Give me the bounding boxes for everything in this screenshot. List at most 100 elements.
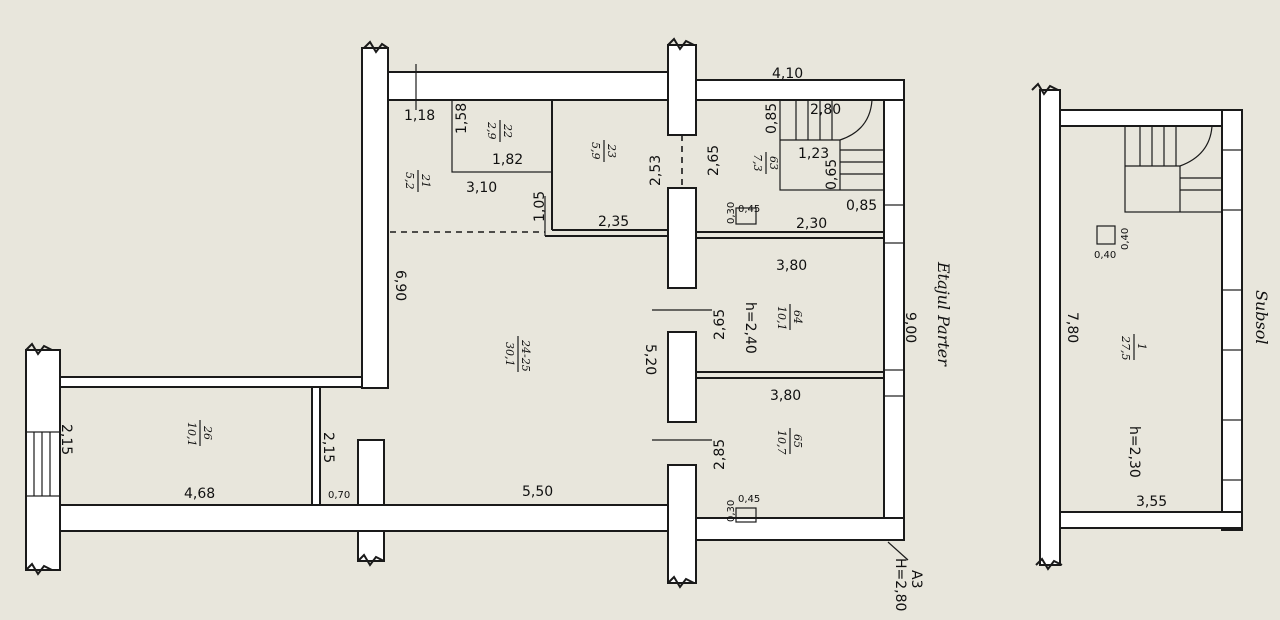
dim-158: 1,58 [454,103,470,134]
room-22-area: 2,9 [485,121,498,140]
wall-central-lower [667,331,697,423]
window-2 [883,369,905,397]
basement-room-1: 1 27,5 [1119,334,1148,361]
basement-column [1096,225,1116,245]
room-65-number: 65 [791,434,804,448]
room-63-area: 7,3 [751,154,764,172]
break-mark [667,37,695,51]
wall-stub-lower [357,530,385,562]
dim-123: 1,23 [798,146,829,162]
stairs [780,99,884,190]
dim-253: 2,53 [648,155,664,186]
basement-dim-h230: h=2,30 [1126,426,1142,478]
room-24-25: 24-25 30,1 [503,336,532,372]
room-64-area: 10,1 [775,306,788,331]
basement-dim-040a: 0,40 [1120,228,1131,250]
dim-045b: 0,45 [738,494,760,505]
room-65: 65 10,7 [775,428,804,455]
wall-room26-top [59,376,363,388]
wall-west [25,349,61,571]
room-22: 22 2,9 [485,120,514,142]
vent-1 [735,207,757,225]
dim-085a: 0,85 [764,103,780,134]
dim-410: 4,10 [772,66,803,82]
room-26-number: 26 [201,425,214,440]
wall-stub [357,439,385,506]
dimension-labels: 1,18 1,58 1,82 3,10 1,05 2,35 2,53 2,65 … [58,66,924,611]
break-mark [1035,557,1063,571]
break-mark [667,575,695,589]
dim-215b: 2,15 [320,432,336,463]
dim-265a: 2,65 [706,145,722,176]
basement-dim-780: 7,80 [1064,312,1080,343]
tick [887,541,909,561]
room-24-25-number: 24-25 [519,339,532,372]
room-21-number: 21 [419,173,432,188]
wall-east [883,99,905,541]
basement-room-1-number: 1 [1135,343,1148,350]
room-26: 26 10,1 [185,420,214,447]
ground-floor-title: Etajul Parter [934,261,953,367]
room-64: 64 10,1 [775,304,804,331]
dim-900: 9,00 [902,312,918,343]
basement-wall-south [1059,511,1243,529]
basement-wall-west [1039,89,1061,566]
window-1 [883,204,905,244]
dim-085b: 0,85 [846,198,877,214]
ground-floor-walls [25,37,909,589]
dim-230: 2,30 [796,216,827,232]
dim-030b: 0,30 [726,500,737,522]
basement-window-3 [1221,419,1243,481]
wall-north-left [387,71,669,101]
window-3 [25,431,61,497]
basement-wall-east [1221,109,1243,531]
wall-south-long [47,504,669,532]
dim-310: 3,10 [466,180,497,196]
dim-215a: 2,15 [58,424,74,455]
room-63: 63 7,3 [751,152,780,174]
dim-550: 5,50 [522,484,553,500]
basement-room-1-area: 27,5 [1119,335,1132,361]
break-mark [357,553,385,567]
dim-182: 1,82 [492,152,523,168]
basement-title: Subsol [1252,290,1271,344]
dim-030a: 0,30 [726,202,737,224]
dim-380b: 3,80 [770,388,801,404]
break-mark [25,562,53,576]
basement-stairs [1124,125,1223,213]
basement-labels: 0,40 0,40 7,80 h=2,30 3,55 1 27,5 [1064,228,1167,510]
room-24-25-area: 30,1 [503,342,516,367]
break-mark [25,342,53,356]
basement-window-2 [1221,289,1243,351]
dim-045a: 0,45 [738,204,760,215]
dim-265b: 2,65 [712,309,728,340]
room-21-area: 5,2 [403,172,416,190]
dim-h240: h=2,40 [742,302,758,354]
basement-wall-north [1059,109,1241,127]
dim-A3: A3 [908,570,924,588]
vent-2 [735,507,757,523]
room-64-number: 64 [791,310,804,324]
dim-235: 2,35 [598,214,629,230]
basement-dim-355: 3,55 [1136,494,1167,510]
wall-central-top [667,44,697,136]
room-23-area: 5,9 [589,142,602,160]
dim-468: 4,68 [184,486,215,502]
dim-118: 1,18 [404,108,435,124]
room-26-area: 10,1 [185,422,198,447]
wall-north-right [695,79,905,101]
basement-walls [1031,82,1243,571]
wall-central-mid [667,187,697,289]
dim-520: 5,20 [642,344,658,375]
partition-room26 [311,386,321,506]
wall-west-upper [361,47,389,389]
dim-285: 2,85 [712,439,728,470]
dim-070: 0,70 [328,490,350,501]
room-labels: 22 2,9 21 5,2 23 5,9 63 7,3 64 10,1 65 1… [185,120,804,455]
wall-central-bottom [667,464,697,584]
dim-105: 1,05 [532,191,548,222]
basement-dim-040b: 0,40 [1094,250,1116,261]
room-22-number: 22 [501,123,514,138]
room-23-number: 23 [605,143,618,158]
